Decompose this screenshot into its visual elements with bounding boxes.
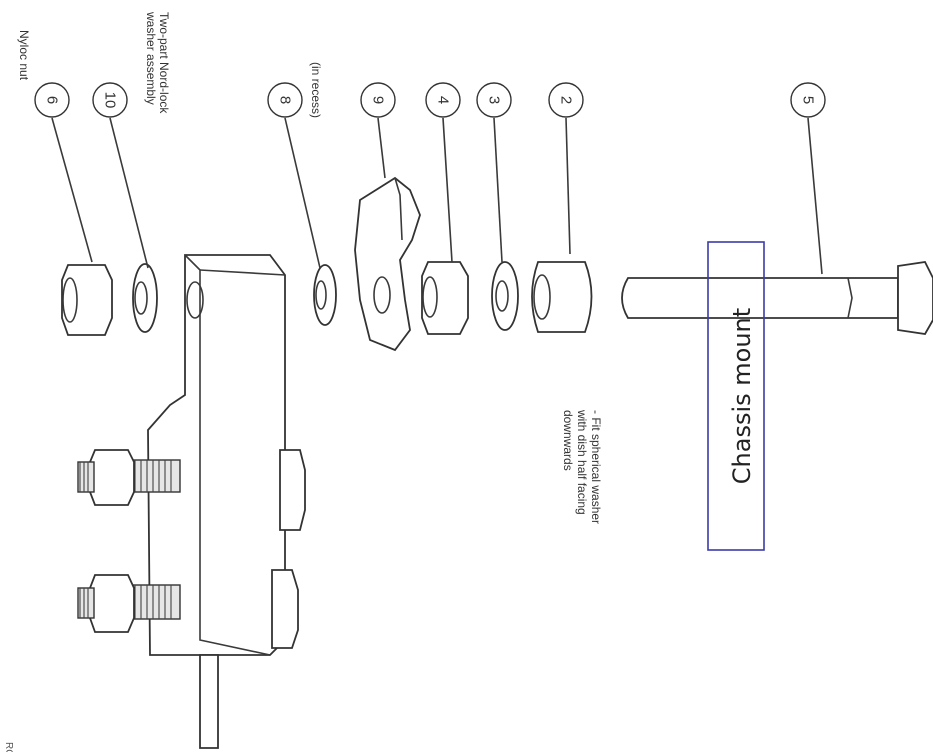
flat-washer-part (491, 261, 519, 331)
chassis-mount-label: Chassis mount (707, 241, 765, 551)
callout-2: 2 (558, 96, 575, 104)
callout-8: 8 (277, 96, 294, 104)
balloon-9 (360, 82, 396, 118)
balloon-6 (34, 82, 70, 118)
balloon-2 (548, 82, 584, 118)
arm-link-part (354, 176, 421, 352)
note-spherical-3: downwards (561, 410, 575, 471)
bolt-part (621, 261, 933, 335)
callout-6: 6 (44, 96, 61, 104)
callout-balloons: 6 10 8 9 4 3 2 5 (34, 82, 826, 118)
label-box (707, 241, 765, 551)
callout-4: 4 (435, 96, 452, 104)
stud-lower (77, 574, 181, 633)
spherical-washer-part (531, 261, 593, 333)
balloon-4 (425, 82, 461, 118)
callout-9: 9 (370, 96, 387, 104)
note-nordlock-1: Two-part Nord-lock (157, 12, 171, 114)
balloon-8 (267, 82, 303, 118)
callout-5: 5 (800, 96, 817, 104)
recess-washer-part (313, 264, 337, 326)
note-spherical-2: with dish half facing (575, 409, 589, 515)
balloon-10 (92, 82, 128, 118)
hex-nut-part (421, 261, 469, 335)
note-spherical-1: - Fit spherical washer (589, 410, 603, 524)
callout-3: 3 (486, 96, 503, 104)
note-nordlock-2: washer assembly (144, 11, 158, 105)
annotation-notes: Nyloc nut Two-part Nord-lock washer asse… (17, 11, 603, 524)
callout-10: 10 (102, 92, 119, 109)
balloon-5 (790, 82, 826, 118)
label-text: Chassis mount (728, 308, 756, 484)
balloon-3 (476, 82, 512, 118)
corner-mark: RC (3, 742, 14, 752)
note-nyloc: Nyloc nut (17, 30, 31, 81)
stud-upper (77, 449, 181, 506)
note-recess: (in recess) (309, 62, 323, 118)
leader-lines (51, 117, 823, 275)
bracket (147, 254, 306, 749)
nyloc-nut-part (61, 264, 113, 336)
nordlock-washer-part (132, 263, 158, 333)
